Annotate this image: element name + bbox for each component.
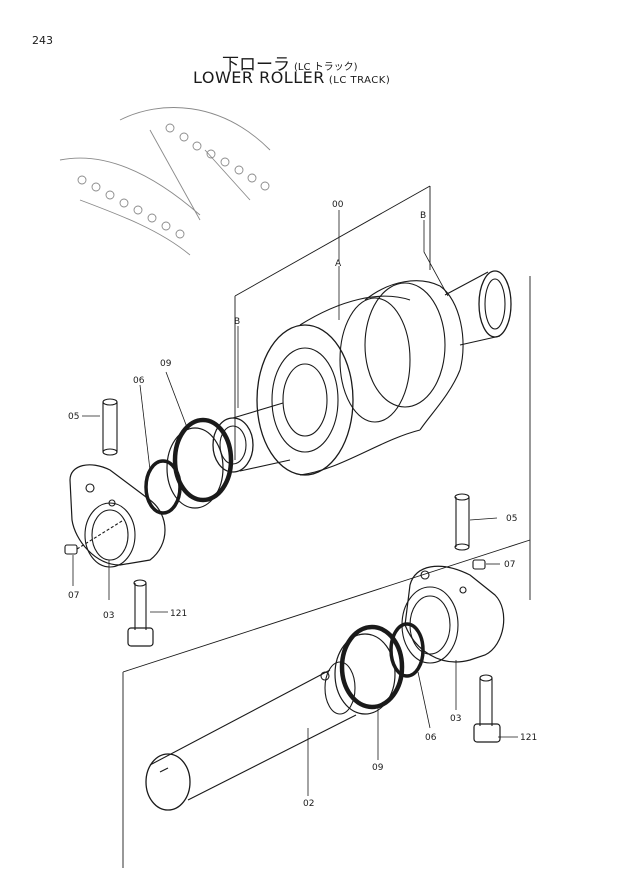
roller bbox=[256, 280, 464, 476]
title-jp-main: 下ローラ bbox=[222, 55, 290, 75]
label-pin-left: 05 bbox=[68, 412, 79, 422]
title-japanese: 下ローラ (LC トラック) bbox=[222, 50, 358, 75]
track-links-upper bbox=[165, 123, 270, 191]
bracket-left bbox=[69, 464, 166, 568]
label-seal-right: 09 bbox=[372, 763, 384, 773]
pin-right bbox=[454, 493, 470, 551]
label-oring-left: 06 bbox=[133, 376, 145, 386]
label-plug-left: 07 bbox=[68, 591, 79, 601]
bushing-right bbox=[444, 270, 512, 346]
plug-right bbox=[472, 559, 486, 570]
assembly-bracket bbox=[122, 185, 531, 868]
pin-left bbox=[102, 398, 118, 456]
leader-lines bbox=[72, 210, 518, 796]
shaft bbox=[145, 661, 357, 811]
bolt-right bbox=[473, 674, 501, 743]
label-bolt-left: 121 bbox=[170, 609, 187, 619]
label-bushing-b-left: B bbox=[234, 317, 240, 327]
label-bushing-b-right: B bbox=[420, 211, 426, 221]
label-shaft: 02 bbox=[303, 799, 314, 809]
oring-left bbox=[144, 459, 182, 515]
bolt-left bbox=[127, 579, 154, 647]
label-bracket-right: 03 bbox=[450, 714, 461, 724]
seal-right bbox=[334, 624, 405, 715]
seal-left bbox=[166, 417, 234, 509]
label-plug-right: 07 bbox=[504, 560, 515, 570]
plug-left bbox=[64, 520, 123, 555]
title-jp-sub: (LC トラック) bbox=[294, 62, 358, 73]
label-seal-left: 09 bbox=[160, 359, 172, 369]
track-illustration bbox=[59, 107, 271, 256]
part-labels: 00 A B B 09 06 05 07 03 121 05 07 03 06 … bbox=[68, 200, 537, 809]
label-oring-right: 06 bbox=[425, 733, 437, 743]
title-english: LOWER ROLLER(LC TRACK) bbox=[193, 68, 390, 87]
label-assy: 00 bbox=[332, 200, 344, 210]
track-links-lower bbox=[77, 175, 185, 239]
label-pin-right: 05 bbox=[506, 514, 517, 524]
label-roller-a: A bbox=[335, 259, 342, 269]
label-bolt-right: 121 bbox=[520, 733, 537, 743]
title-en-main: LOWER ROLLER bbox=[193, 68, 325, 87]
title-en-sub: (LC TRACK) bbox=[328, 75, 391, 86]
oring-right bbox=[389, 622, 425, 678]
label-bracket-left: 03 bbox=[103, 611, 114, 621]
page-number: 243 bbox=[32, 34, 53, 47]
bracket-right bbox=[401, 565, 505, 664]
